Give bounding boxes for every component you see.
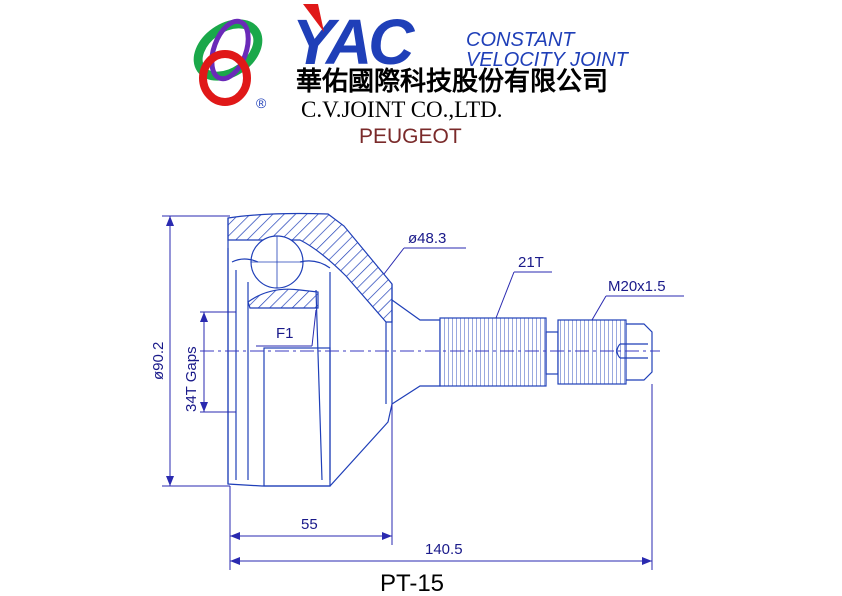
application-name: PEUGEOT	[359, 125, 462, 148]
dim-outer-dia: ø90.2	[150, 342, 167, 380]
logo-ring-purple	[209, 18, 251, 82]
company-logo: ®	[193, 18, 267, 111]
cv-joint-drawing	[200, 212, 660, 487]
dim-neck-dia: ø48.3	[408, 230, 446, 247]
dim-length-bell: 55	[301, 516, 318, 533]
company-name-cn: 華佑國際科技股份有限公司	[296, 67, 608, 97]
logo-ring-red	[199, 50, 251, 106]
dim-f1: F1	[276, 325, 294, 342]
brand-line1: CONSTANT	[466, 29, 576, 51]
registered-mark: ®	[256, 95, 267, 111]
dim-length-total: 140.5	[425, 541, 463, 558]
thread-section	[557, 319, 627, 385]
dim-gaps: 34T Gaps	[183, 346, 200, 412]
spline-section	[439, 317, 547, 387]
brand-line2: VELOCITY JOINT	[466, 49, 630, 71]
bell-housing-section	[227, 212, 393, 323]
yac-wordmark: YAC	[292, 4, 419, 78]
dim-thread: M20x1.5	[608, 278, 666, 295]
part-number: PT-15	[380, 570, 444, 596]
dim-spline: 21T	[518, 254, 544, 271]
neck	[391, 299, 441, 405]
company-name-en: C.V.JOINT CO.,LTD.	[301, 97, 503, 122]
yac-wordmark-text: YAC	[292, 6, 415, 78]
dimensions: ø90.2 34T Gaps ø48.3 21T M20x1.5 F1 55	[150, 215, 684, 570]
cage-section-upper	[247, 288, 319, 309]
